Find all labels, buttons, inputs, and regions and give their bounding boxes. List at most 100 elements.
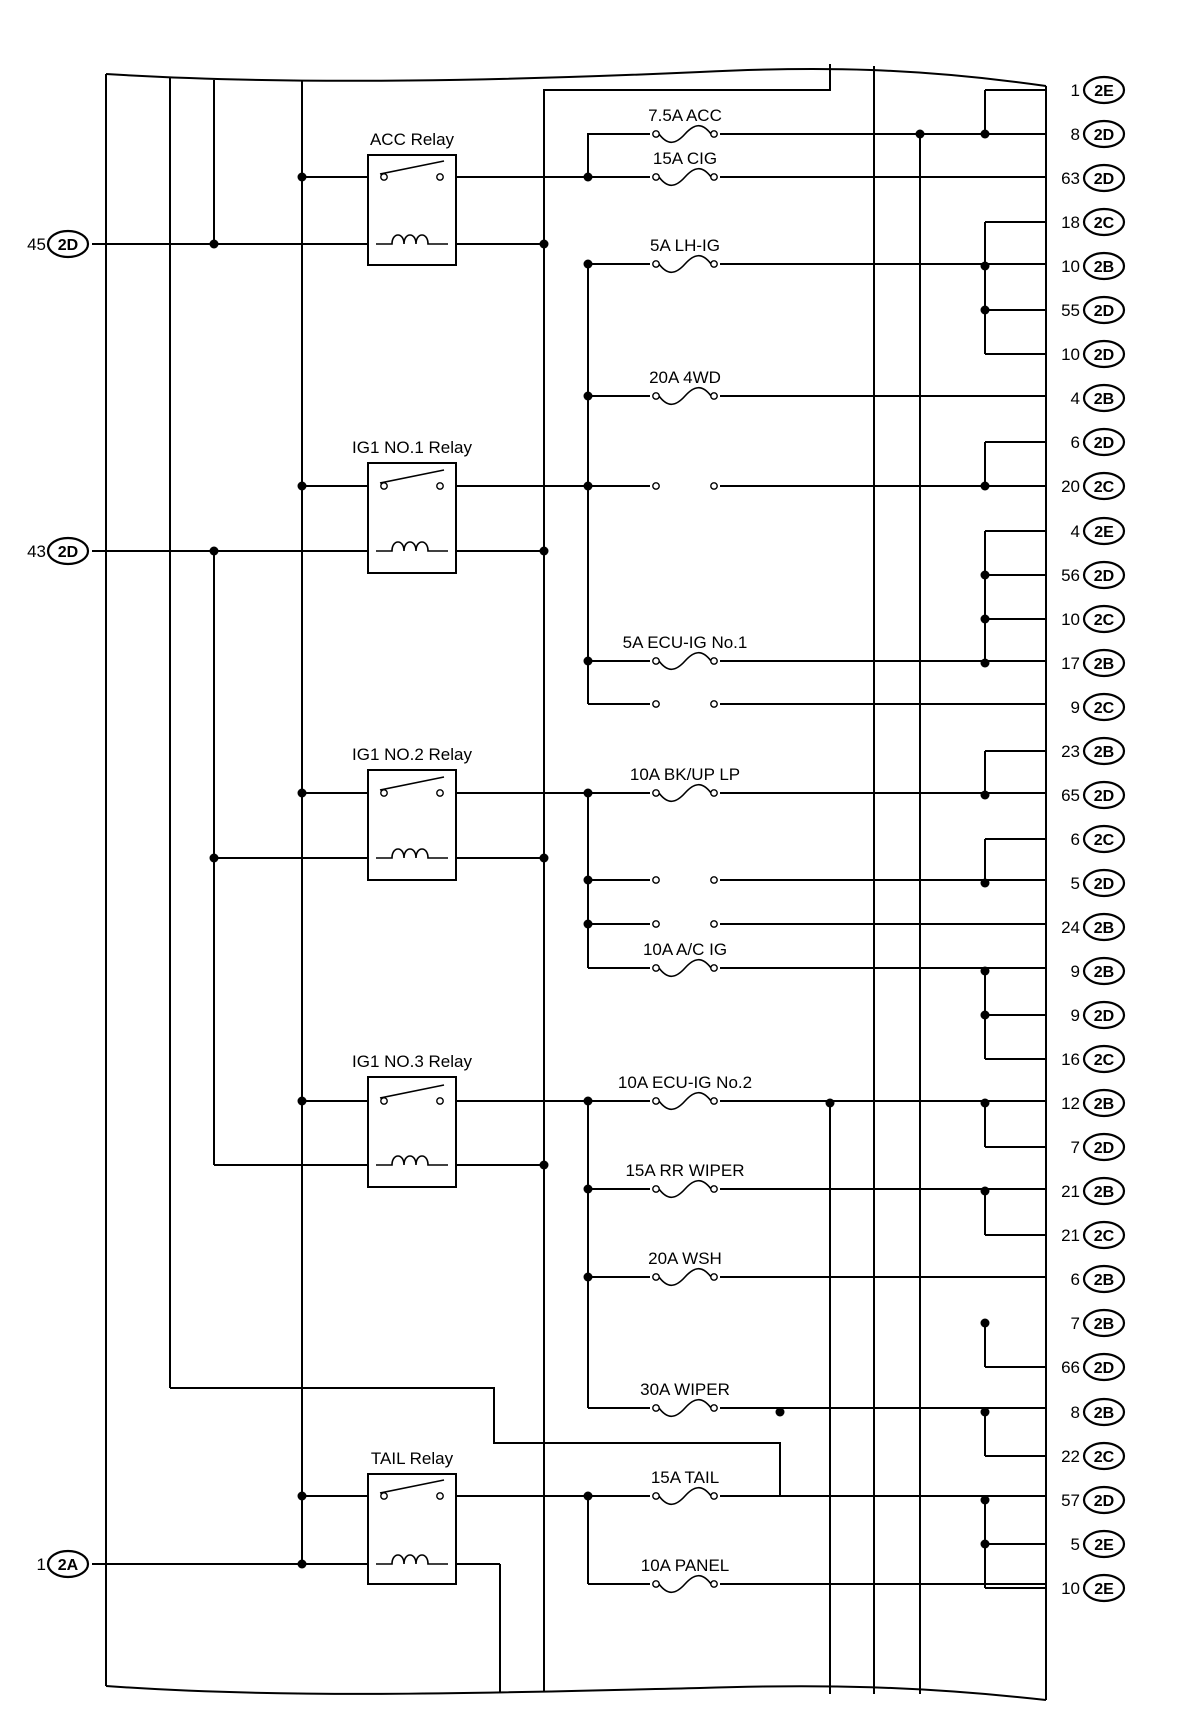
fuse-element (658, 1574, 712, 1594)
connector-oval (1082, 868, 1126, 898)
pin-number: 10 (1061, 345, 1080, 364)
fuse-terminal (652, 392, 660, 400)
fuse-label: 7.5A ACC (648, 106, 722, 125)
connector-oval (1082, 1441, 1126, 1471)
junction-dot (539, 1160, 549, 1170)
relay-ig1-no3: IG1 NO.3 Relay (352, 1052, 472, 1188)
junction-dot (583, 1184, 593, 1194)
junction-dot (980, 261, 990, 271)
fuse-terminal (710, 789, 718, 797)
fuse-terminal (652, 1404, 660, 1412)
contact-terminal (380, 482, 388, 490)
pin-number: 21 (1061, 1182, 1080, 1201)
fuse-terminal (710, 392, 718, 400)
connector-id: 2E (1094, 1537, 1114, 1554)
relay-coil (376, 541, 448, 552)
pin-number: 57 (1061, 1491, 1080, 1510)
connector-oval (1082, 692, 1126, 722)
right-connector: 6 2D (1071, 427, 1126, 457)
junction-dot (297, 481, 307, 491)
fuse-element (658, 651, 712, 671)
connector-id: 2C (1094, 215, 1115, 232)
fuse-terminal (652, 789, 660, 797)
junction-dot (825, 1098, 835, 1108)
connector-id: 2B (1094, 259, 1114, 276)
junction-dot (583, 656, 593, 666)
connector-oval (1082, 780, 1126, 810)
open-link (652, 874, 718, 886)
connector-id: 2B (1094, 1096, 1114, 1113)
open-link (652, 480, 718, 492)
open-gap (652, 918, 718, 930)
pin-number: 10 (1061, 257, 1080, 276)
connector-id: 2B (1094, 391, 1114, 408)
fuse: 5A LH-IG (650, 236, 720, 274)
fuse-element (658, 1179, 712, 1199)
relay-box (367, 154, 457, 266)
fuse: 15A CIG (652, 149, 718, 187)
connector-id: 2C (1094, 700, 1115, 717)
pin-number: 5 (1071, 1535, 1080, 1554)
connector-id: 2B (1094, 1272, 1114, 1289)
junction-dot (583, 788, 593, 798)
connector-oval (1082, 163, 1126, 193)
junction-dot (209, 853, 219, 863)
connector-id: 2D (1094, 1008, 1114, 1025)
fuse: 10A A/C IG (643, 940, 727, 978)
fuse-label: 10A ECU-IG No.2 (618, 1073, 752, 1092)
open-terminal (652, 482, 660, 490)
junction-dot (583, 875, 593, 885)
relay-label: IG1 NO.3 Relay (352, 1052, 472, 1071)
connector-id: 2B (1094, 1184, 1114, 1201)
junction-dot (539, 546, 549, 556)
connector-id: 2D (1094, 435, 1114, 452)
connector-oval (1082, 604, 1126, 634)
fuse-element (658, 1398, 712, 1418)
fuse-terminal (710, 964, 718, 972)
wires (92, 64, 1047, 1701)
connector-oval (1082, 1573, 1126, 1603)
fuse-element (658, 1267, 712, 1287)
fuse: 10A ECU-IG No.2 (618, 1073, 752, 1111)
connector-id: 2D (58, 237, 78, 254)
open-gap (652, 698, 718, 710)
pin-number: 6 (1071, 433, 1080, 452)
contact-terminal (436, 1492, 444, 1500)
connector-id: 2D (1094, 303, 1114, 320)
relay-coil (376, 234, 448, 245)
junction-dot (980, 658, 990, 668)
fuse: 7.5A ACC (648, 106, 722, 144)
fuse-label: 10A A/C IG (643, 940, 727, 959)
pin-number: 9 (1071, 962, 1080, 981)
pin-number: 65 (1061, 786, 1080, 805)
connector-oval (1082, 1044, 1126, 1074)
connector-oval (1082, 1132, 1126, 1162)
connector-oval (1082, 516, 1126, 546)
pin-number: 16 (1061, 1050, 1080, 1069)
junction-dot (980, 878, 990, 888)
pin-number: 18 (1061, 213, 1080, 232)
connector-id: 2E (1094, 524, 1114, 541)
open-link (652, 918, 718, 930)
fuse-element (658, 124, 712, 144)
fuse-terminal (652, 1492, 660, 1500)
junction-dot (980, 305, 990, 315)
junction-dot (583, 259, 593, 269)
connector-id: 2B (1094, 1405, 1114, 1422)
pin-number: 63 (1061, 169, 1080, 188)
fuse-label: 5A LH-IG (650, 236, 720, 255)
pin-number: 7 (1071, 1138, 1080, 1157)
fuse-terminal (652, 1273, 660, 1281)
fuse-element (658, 1091, 712, 1111)
